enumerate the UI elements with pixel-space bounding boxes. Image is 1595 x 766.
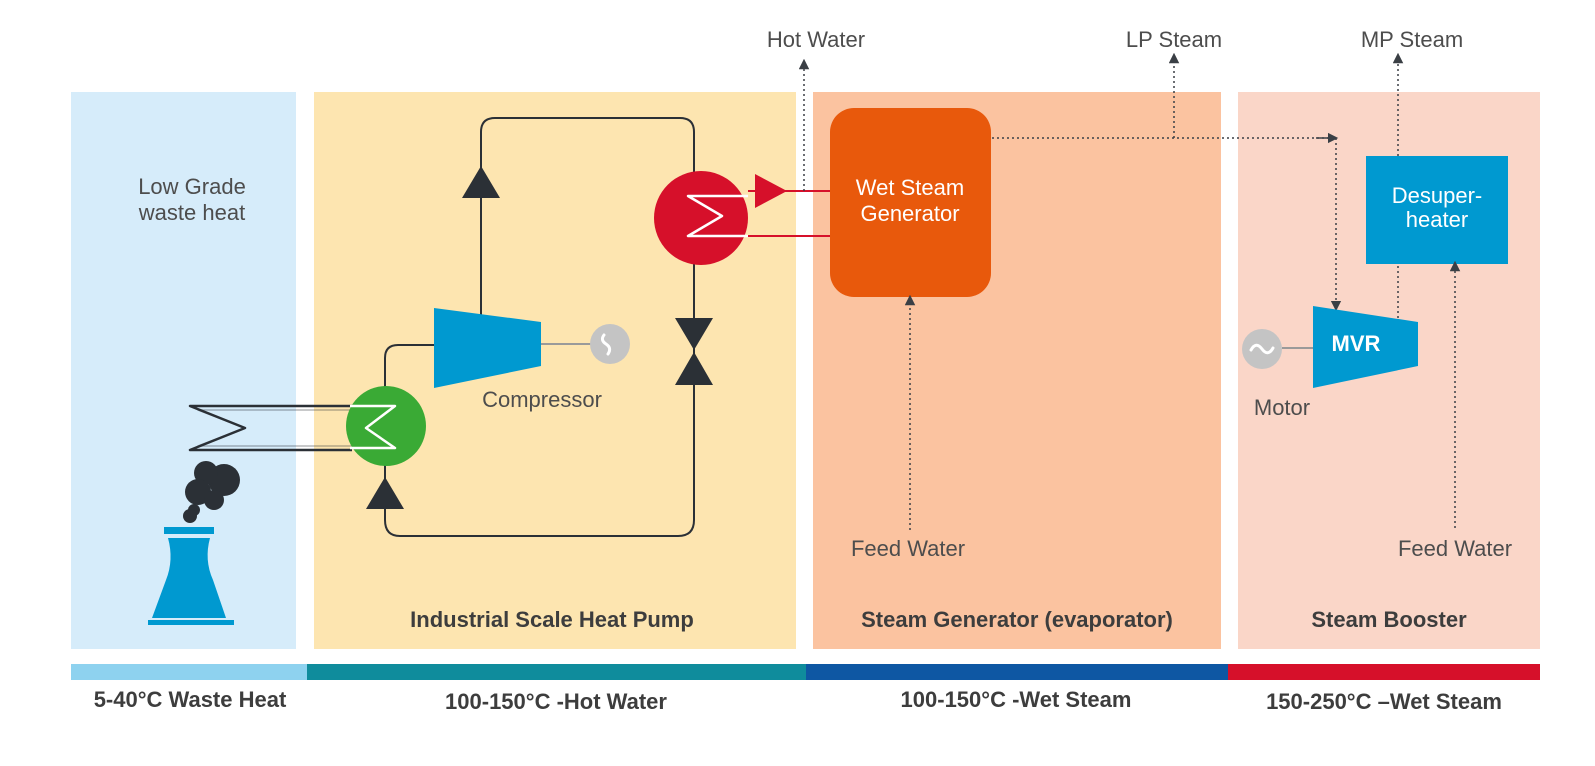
expansion-valve-lower — [675, 352, 713, 385]
mvr-label: MVR — [1332, 331, 1381, 356]
zone-heat-pump — [314, 92, 796, 649]
smoke-icon — [183, 461, 240, 523]
flow-arrow-up-top — [462, 166, 500, 198]
expansion-valve-upper — [675, 318, 713, 350]
temp-bar-wet-steam — [806, 664, 1228, 680]
motor-label: Motor — [1254, 395, 1310, 420]
compressor-motor-wave — [600, 333, 612, 356]
steam-generator-zone-title: Steam Generator (evaporator) — [861, 607, 1173, 632]
heat-pump-loop-top — [480, 117, 695, 330]
lp-steam-output-label: LP Steam — [1126, 27, 1222, 52]
temp-label-hot-wet-steam: 150-250°C –Wet Steam — [1266, 689, 1502, 714]
compressor-motor-icon — [590, 324, 630, 364]
mvr-compressor-icon — [1313, 306, 1418, 388]
temp-label-hot-water: 100-150°C -Hot Water — [445, 689, 667, 714]
condenser-coil — [686, 194, 748, 238]
wet-steam-generator-box — [830, 108, 991, 297]
desuperheater-box — [1366, 156, 1508, 264]
wet-steam-generator-label-line2: Generator — [860, 201, 959, 226]
motor-wave — [1249, 343, 1275, 355]
hot-water-output-label: Hot Water — [767, 27, 865, 52]
temp-label-waste-heat: 5-40°C Waste Heat — [94, 687, 287, 712]
temp-bar-waste-heat — [71, 664, 307, 680]
sg-feed-water-label: Feed Water — [851, 536, 965, 561]
evaporator-coil — [350, 404, 397, 450]
heat-pump-loop-left — [384, 344, 436, 396]
waste-heat-label-line1: Low Grade — [138, 174, 246, 199]
compressor-icon — [434, 308, 541, 388]
desuperheater-label-line2: heater — [1406, 207, 1468, 232]
compressor-label: Compressor — [482, 387, 602, 412]
waste-heat-coil-inner — [197, 409, 352, 447]
waste-heat-coil — [188, 404, 352, 452]
heat-pump-loop-right — [384, 230, 695, 537]
temp-bar-hot-water — [307, 664, 806, 680]
sb-feed-water-label: Feed Water — [1398, 536, 1512, 561]
flow-arrow-up-bottom — [366, 477, 404, 509]
hot-water-flow-arrow — [755, 174, 787, 208]
wet-steam-generator-label-line1: Wet Steam — [856, 175, 964, 200]
heat-pump-zone-title: Industrial Scale Heat Pump — [410, 607, 694, 632]
temp-label-wet-steam: 100-150°C -Wet Steam — [901, 687, 1132, 712]
mp-steam-output-label: MP Steam — [1361, 27, 1463, 52]
chimney-icon — [148, 527, 234, 625]
temp-bar-hot-wet-steam — [1228, 664, 1540, 680]
steam-booster-zone-title: Steam Booster — [1311, 607, 1467, 632]
condenser-heat-exchanger-icon — [654, 171, 748, 265]
waste-heat-label-line2: waste heat — [138, 200, 245, 225]
evaporator-heat-exchanger-icon — [346, 386, 426, 466]
desuperheater-label-line1: Desuper- — [1392, 183, 1482, 208]
